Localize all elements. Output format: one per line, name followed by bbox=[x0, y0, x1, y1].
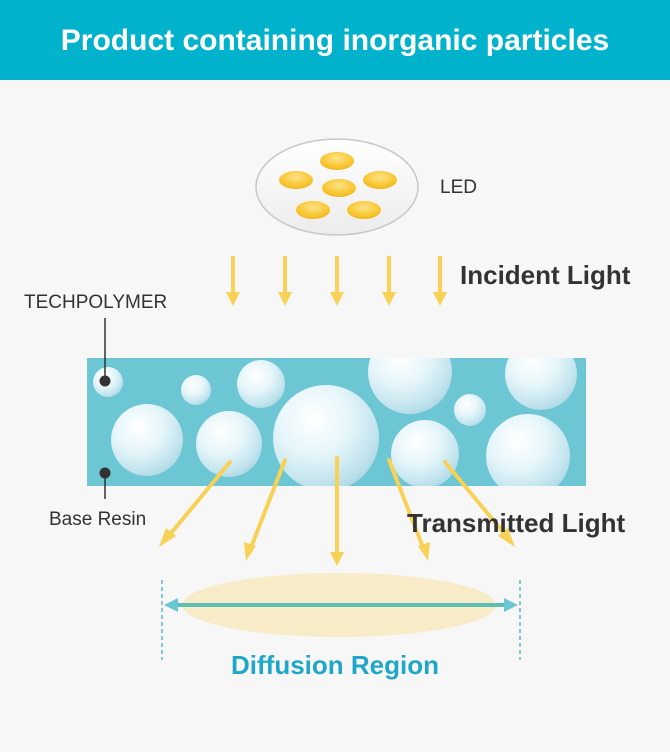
techpolymer-label: TECHPOLYMER bbox=[24, 292, 167, 314]
led-chip bbox=[320, 152, 354, 170]
led-chip bbox=[347, 201, 381, 219]
diffusion-region bbox=[162, 573, 520, 660]
incident-arrow bbox=[278, 256, 292, 306]
particle bbox=[486, 414, 570, 498]
particle bbox=[273, 385, 379, 491]
particle bbox=[237, 360, 285, 408]
incident-arrow bbox=[226, 256, 240, 306]
incident-arrow bbox=[382, 256, 396, 306]
led-label: LED bbox=[440, 177, 477, 199]
incident-light-label: Incident Light bbox=[460, 260, 630, 291]
diffusion-region-label: Diffusion Region bbox=[0, 650, 670, 681]
led-source bbox=[256, 139, 418, 235]
particle bbox=[505, 338, 577, 410]
incident-arrow bbox=[433, 256, 447, 306]
led-chip bbox=[279, 171, 313, 189]
led-chip bbox=[322, 179, 356, 197]
particle bbox=[391, 420, 459, 488]
diffusion-arrowhead-left bbox=[164, 598, 178, 612]
particle bbox=[368, 330, 452, 414]
particle bbox=[196, 411, 262, 477]
incident-arrow bbox=[330, 256, 344, 306]
transmitted-light-label: Transmitted Light bbox=[407, 508, 625, 539]
led-chip bbox=[363, 171, 397, 189]
incident-light-arrows bbox=[226, 256, 447, 306]
led-chip bbox=[296, 201, 330, 219]
particle bbox=[111, 404, 183, 476]
particle bbox=[454, 394, 486, 426]
base-resin-label: Base Resin bbox=[49, 509, 146, 531]
diffusion-arrowhead-right bbox=[504, 598, 518, 612]
particle bbox=[181, 375, 211, 405]
